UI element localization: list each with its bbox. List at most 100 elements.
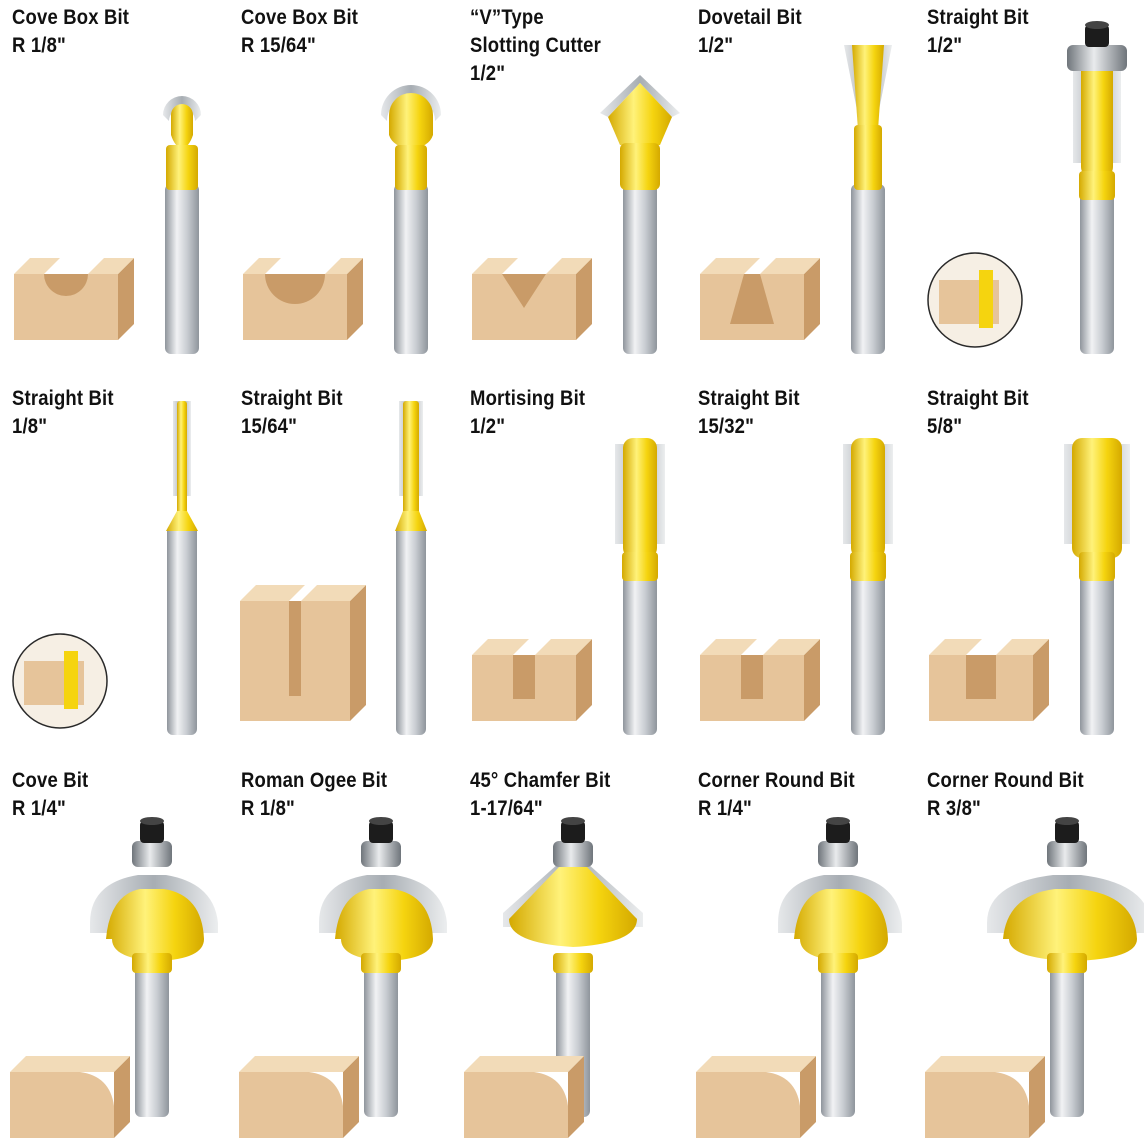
- router-bit: [844, 45, 893, 354]
- bearing: [132, 816, 172, 867]
- bit-title-line: Straight Bit: [927, 387, 1029, 411]
- bit-title-line: Straight Bit: [927, 6, 1029, 29]
- wood-sample: [463, 1055, 584, 1138]
- bit-size-line: R 15/64": [240, 34, 316, 57]
- bit-name: Dovetail Bit 1/2": [698, 4, 802, 60]
- wood-sample: [14, 258, 134, 340]
- bit-size-line: 1/2": [469, 62, 505, 85]
- shank: [395, 525, 426, 736]
- wood-sample: [700, 258, 821, 340]
- shank: [1080, 184, 1115, 354]
- bit-name: Roman Ogee Bit R 1/8": [241, 767, 387, 823]
- bit-title-line: Roman Ogee Bit: [240, 768, 388, 792]
- bit-name: Mortising Bit 1/2": [470, 385, 585, 441]
- product-illustration: [12, 401, 198, 736]
- router-bit: [166, 401, 198, 736]
- cutter-head: [1073, 57, 1122, 200]
- bit-size-line: 1/2": [698, 34, 734, 57]
- product-illustration: [925, 816, 1144, 1138]
- bit-name: Corner Round Bit R 1/4": [698, 767, 855, 823]
- shank: [851, 184, 886, 354]
- shank: [1080, 565, 1115, 736]
- wood-sample: [471, 639, 592, 722]
- bearing: [818, 816, 859, 867]
- cutter-head: [599, 75, 680, 190]
- cutter-head: [163, 96, 201, 190]
- bit-size-line: 1/2": [469, 415, 505, 439]
- router-bit: [90, 816, 218, 1117]
- shank: [622, 184, 657, 354]
- shank: [393, 184, 428, 354]
- cutter-head: [394, 401, 427, 532]
- bit-name: Straight Bit 5/8": [927, 385, 1029, 441]
- product-tile: Dovetail Bit 1/2": [686, 0, 915, 381]
- product-illustration: [239, 401, 427, 736]
- cutter-head: [987, 874, 1144, 973]
- hex-screw: [368, 820, 393, 843]
- product-illustration: [696, 816, 903, 1138]
- wood-sample: [242, 258, 363, 340]
- cutter-head: [844, 45, 893, 190]
- bit-title-line: Straight Bit: [698, 387, 801, 411]
- cutter-head: [614, 438, 665, 582]
- bit-title-line: Dovetail Bit: [698, 6, 803, 29]
- wood-sample: [696, 1055, 817, 1138]
- shank: [165, 184, 199, 354]
- router-bit: [318, 816, 447, 1117]
- bit-size-line: R 3/8": [927, 796, 982, 820]
- bearing: [1047, 816, 1088, 867]
- product-tile: Corner Round Bit R 1/4": [686, 763, 915, 1144]
- router-bit: [1067, 21, 1128, 354]
- product-illustration: [929, 438, 1131, 736]
- router-bit: [380, 85, 441, 354]
- cutter-head: [166, 401, 198, 532]
- bit-size-line: 5/8": [927, 415, 963, 439]
- router-bit: [843, 438, 894, 736]
- bit-size-line: R 1/4": [698, 796, 753, 820]
- bit-size-line: R 1/8": [240, 796, 295, 820]
- bit-name: Straight Bit 1/8": [12, 385, 114, 441]
- bearing: [552, 816, 593, 867]
- router-bit: [987, 816, 1144, 1117]
- bit-title-line: Cove Box Bit: [12, 6, 130, 29]
- bit-size-line: 15/64": [240, 415, 297, 439]
- product-illustration: [238, 816, 447, 1138]
- bit-title-line: Straight Bit: [12, 387, 114, 411]
- shank: [167, 525, 197, 736]
- shank: [363, 956, 398, 1117]
- cutter-head: [380, 85, 441, 190]
- product-illustration: [471, 438, 665, 736]
- bit-size-line: 1/8": [12, 415, 48, 439]
- hex-screw: [140, 820, 164, 843]
- product-illustration: [14, 96, 201, 354]
- wood-sample: [239, 585, 366, 722]
- product-illustration: [700, 438, 894, 736]
- bit-title-line: Corner Round Bit: [698, 768, 856, 792]
- cutter-head: [843, 438, 894, 582]
- bit-size-line: 1-17/64": [469, 796, 543, 820]
- wood-sample: [471, 258, 592, 340]
- bearing: [1067, 21, 1128, 71]
- cutter-head: [778, 874, 903, 973]
- bit-title-line: Mortising Bit: [469, 387, 585, 411]
- bit-title-line: Corner Round Bit: [927, 768, 1084, 792]
- inset-preview: [927, 252, 1023, 348]
- inset-preview: [12, 633, 108, 730]
- router-bit: [1064, 438, 1131, 736]
- hex-screw: [826, 820, 851, 843]
